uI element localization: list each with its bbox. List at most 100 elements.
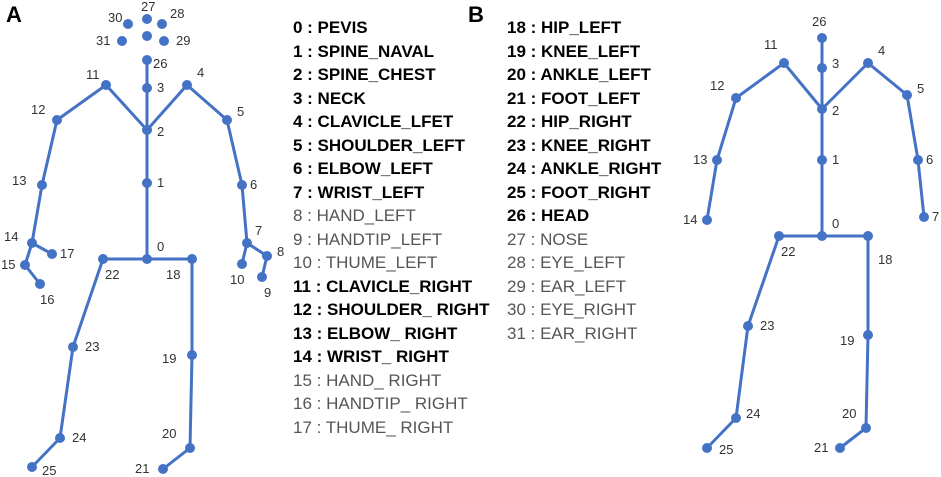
joint-14 xyxy=(702,215,712,225)
panel-a-label: A xyxy=(6,2,22,27)
joint-14 xyxy=(27,238,37,248)
joint-11 xyxy=(101,80,111,90)
joint-25 xyxy=(702,443,712,453)
legend-item: 25 : FOOT_RIGHT xyxy=(507,182,651,202)
joint-label-0: 0 xyxy=(832,216,839,231)
joint-label-31: 31 xyxy=(96,33,110,48)
legend-item: 9 : HANDTIP_LEFT xyxy=(293,229,443,249)
joint-19 xyxy=(863,330,873,340)
joint-21 xyxy=(835,443,845,453)
bone-19-20 xyxy=(864,333,870,430)
joint-6 xyxy=(913,155,923,165)
legend-item: 5 : SHOULDER_LEFT xyxy=(293,135,465,155)
joint-4 xyxy=(863,58,873,68)
legend-item: 12 : SHOULDER_ RIGHT xyxy=(293,300,490,319)
joint-label-6: 6 xyxy=(250,177,257,192)
joint-label-7: 7 xyxy=(255,223,262,238)
joint-label-24: 24 xyxy=(72,430,86,445)
legend-item: 20 : ANKLE_LEFT xyxy=(507,65,651,84)
joint-16 xyxy=(35,279,45,289)
legend-item: 4 : CLAVICLE_LFET xyxy=(293,112,454,131)
joint-20 xyxy=(861,423,871,433)
bone-11-12 xyxy=(734,61,786,100)
joint-label-22: 22 xyxy=(105,267,119,282)
joint-9 xyxy=(257,272,267,282)
joint-28 xyxy=(157,19,167,29)
joint-1 xyxy=(142,178,152,188)
legend-item: 10 : THUME_LEFT xyxy=(293,253,438,272)
joint-label-18: 18 xyxy=(166,267,180,282)
joint-label-24: 24 xyxy=(746,406,760,421)
joint-label-30: 30 xyxy=(108,10,122,25)
bone-24-25 xyxy=(705,416,738,450)
joint-7 xyxy=(919,212,929,222)
joint-label-16: 16 xyxy=(40,292,54,307)
joint-19 xyxy=(187,350,197,360)
joint-25 xyxy=(27,462,37,472)
bone-24-25 xyxy=(30,436,62,469)
joint-30 xyxy=(123,19,133,29)
bone-23-24 xyxy=(734,324,750,420)
legend-item: 8 : HAND_LEFT xyxy=(293,206,416,225)
joint-label-25: 25 xyxy=(719,442,733,457)
joint-31 xyxy=(117,36,127,46)
joint-label-25: 25 xyxy=(42,463,56,477)
skeleton-a: 0123456789101112131415161718192021222324… xyxy=(1,0,284,477)
bone-4-5 xyxy=(866,61,909,97)
joint-label-9: 9 xyxy=(264,285,271,300)
joint-label-4: 4 xyxy=(197,65,204,80)
joint-label-3: 3 xyxy=(832,56,839,71)
joint-0 xyxy=(142,254,152,264)
bone-13-14 xyxy=(30,183,44,245)
joint-10 xyxy=(237,259,247,269)
joint-1 xyxy=(817,155,827,165)
legend-item: 13 : ELBOW_ RIGHT xyxy=(293,323,458,343)
joint-label-5: 5 xyxy=(917,81,924,96)
joint-label-2: 2 xyxy=(832,103,839,118)
joint-label-14: 14 xyxy=(683,212,697,227)
joint-21 xyxy=(158,464,168,474)
legend-item: 28 : EYE_LEFT xyxy=(507,253,626,272)
legend-item: 7 : WRIST_LEFT xyxy=(293,182,425,202)
bone-5-6 xyxy=(225,118,244,187)
joint-0 xyxy=(817,231,827,241)
legend-item: 24 : ANKLE_RIGHT xyxy=(507,159,662,178)
joint-7 xyxy=(242,238,252,248)
joint-24 xyxy=(55,433,65,443)
joint-label-20: 20 xyxy=(162,426,176,441)
joint-22 xyxy=(774,231,784,241)
joint-label-19: 19 xyxy=(162,351,176,366)
joint-label-5: 5 xyxy=(237,104,244,119)
joint-label-21: 21 xyxy=(135,461,149,476)
joint-label-4: 4 xyxy=(878,43,885,58)
joint-label-8: 8 xyxy=(277,244,284,259)
legend-item: 21 : FOOT_LEFT xyxy=(507,88,641,108)
bone-22-23 xyxy=(71,257,105,349)
joint-unlabeled xyxy=(142,31,152,41)
bone-4-5 xyxy=(185,83,229,122)
joint-5 xyxy=(902,90,912,100)
joint-label-1: 1 xyxy=(832,152,839,167)
bone-20-21 xyxy=(161,446,192,471)
legend-item: 15 : HAND_ RIGHT xyxy=(293,370,442,390)
bone-11-12 xyxy=(55,83,108,122)
joint-label-26: 26 xyxy=(812,14,826,29)
joint-5 xyxy=(222,115,232,125)
joint-label-28: 28 xyxy=(170,6,184,21)
legend-item: 22 : HIP_RIGHT xyxy=(507,112,632,131)
legend-item: 0 : PEVIS xyxy=(293,18,368,37)
joint-label-10: 10 xyxy=(230,272,244,287)
joint-13 xyxy=(712,155,722,165)
joint-26 xyxy=(142,55,152,65)
legend-item: 27 : NOSE xyxy=(507,229,589,249)
joint-4 xyxy=(182,80,192,90)
legend-item: 3 : NECK xyxy=(293,88,366,108)
bone-22-23 xyxy=(746,234,781,328)
legend-item: 26 : HEAD xyxy=(507,206,590,225)
bone-23-24 xyxy=(58,345,75,440)
joint-22 xyxy=(98,254,108,264)
